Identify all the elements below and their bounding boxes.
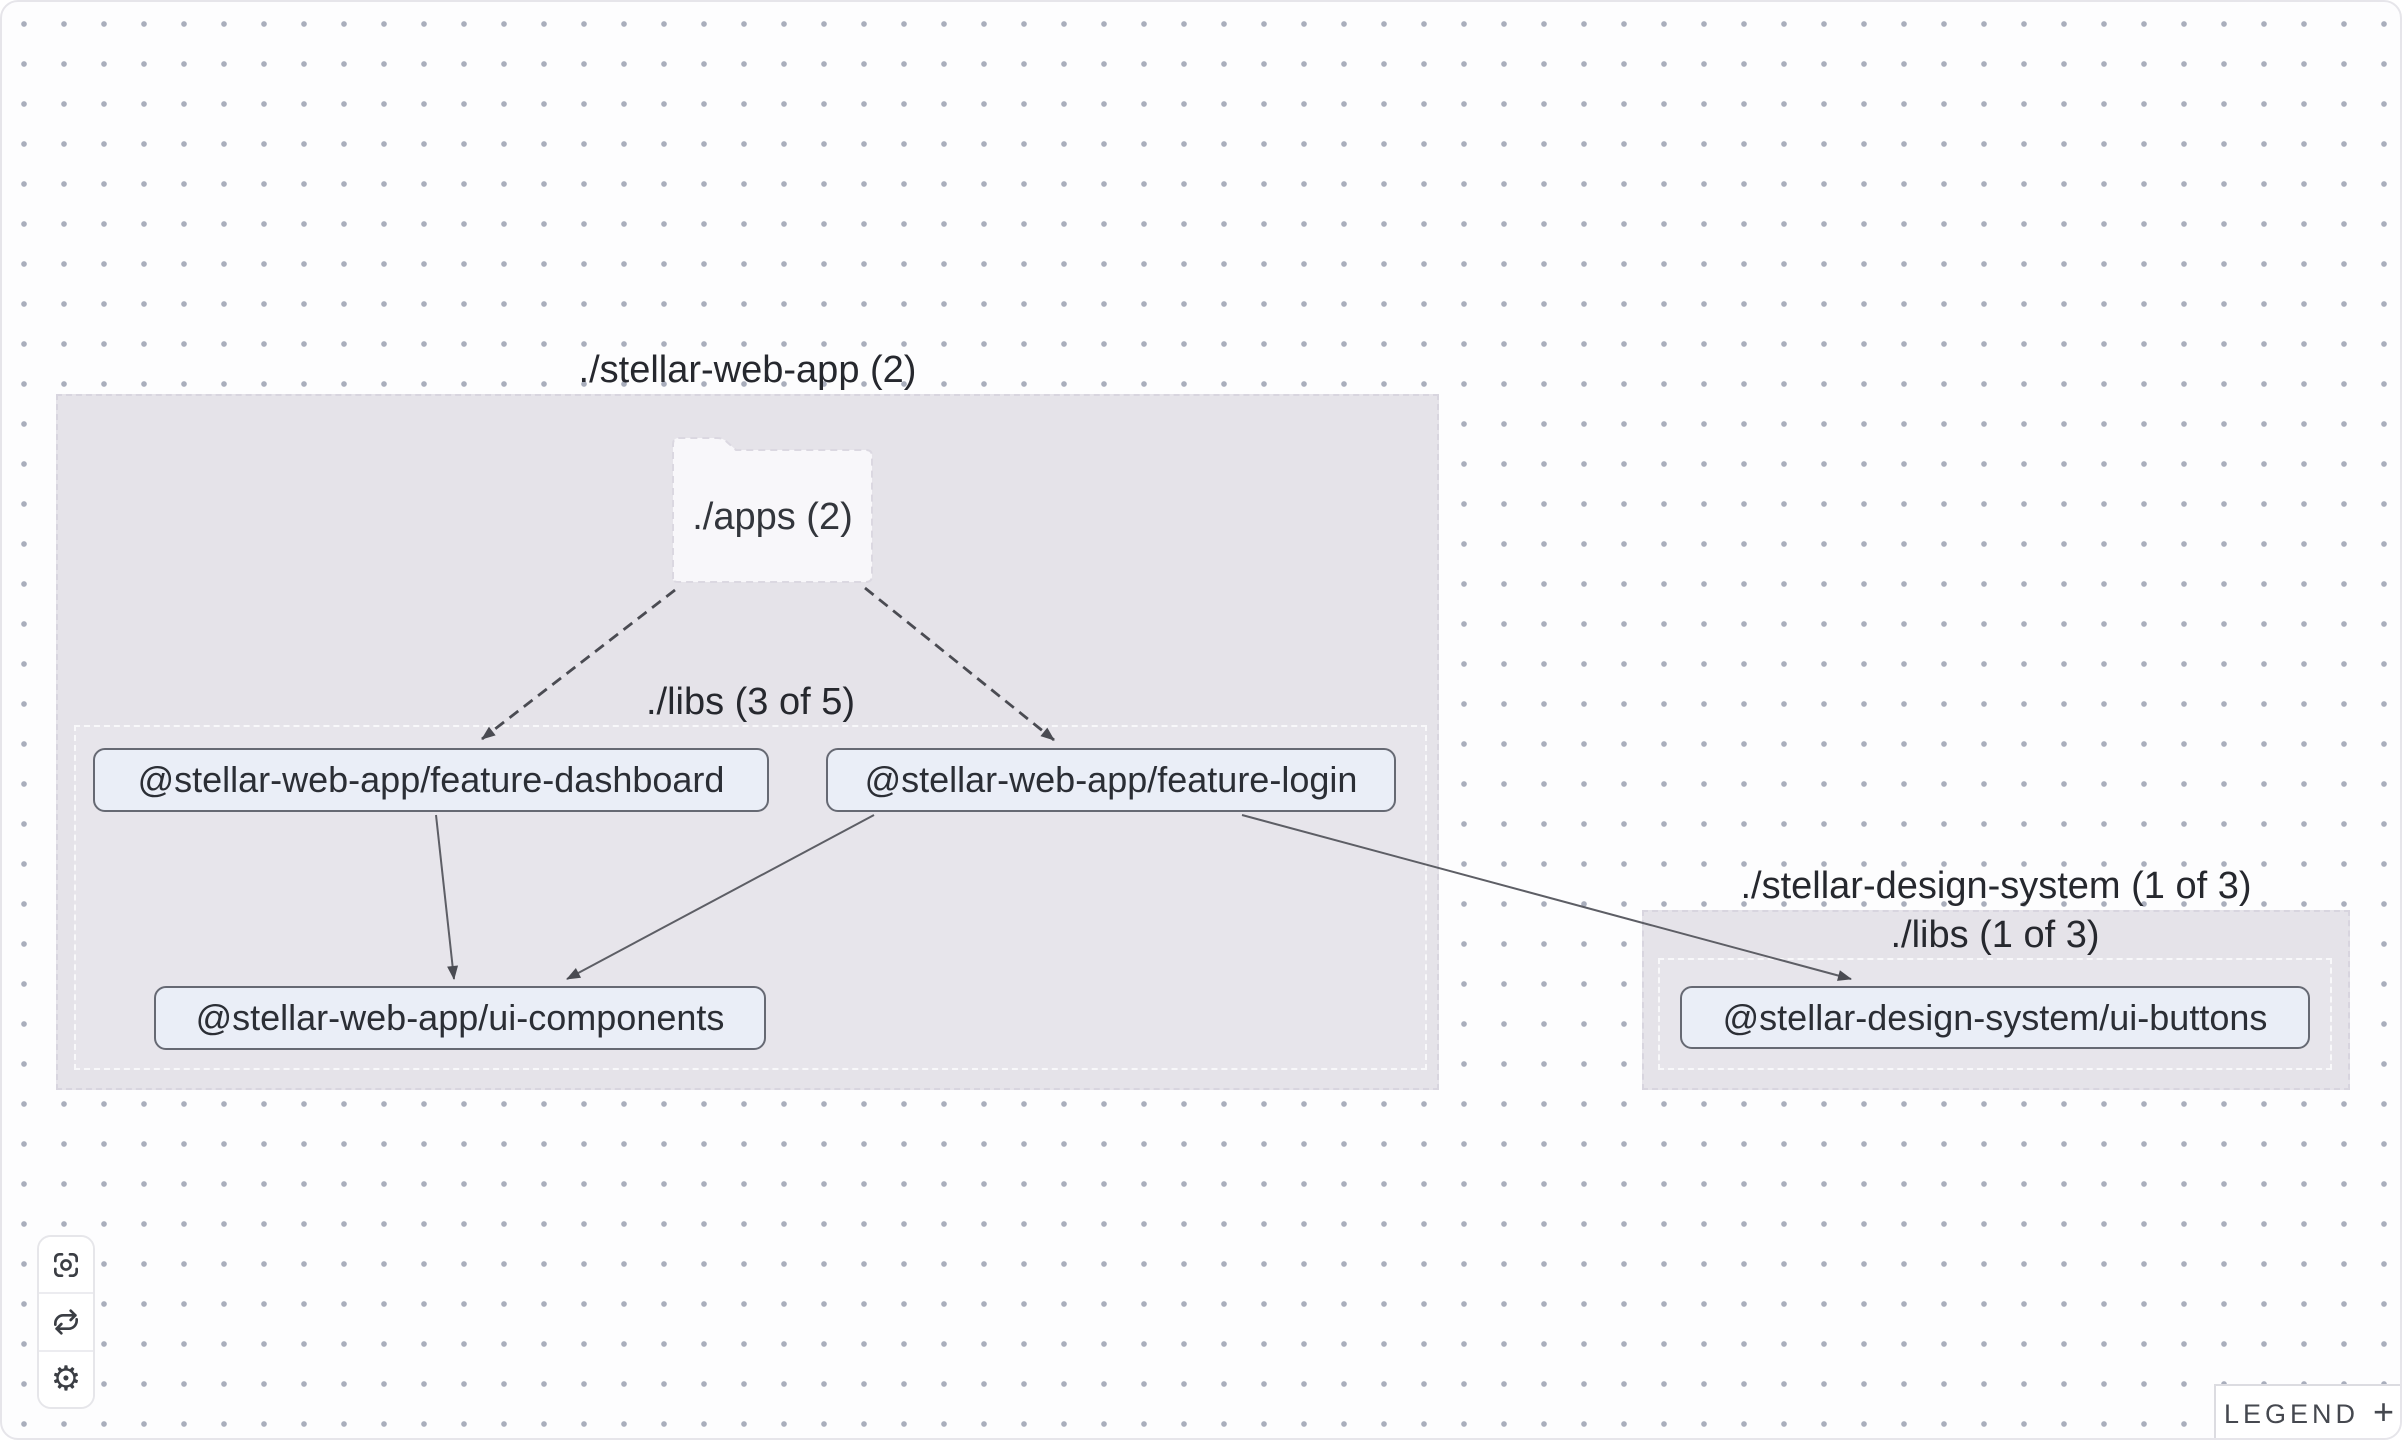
project-node-ui-components[interactable]: @stellar-web-app/ui-components xyxy=(154,986,766,1050)
refresh-graph-button[interactable] xyxy=(39,1292,93,1350)
project-node-feature-login[interactable]: @stellar-web-app/feature-login xyxy=(826,748,1396,812)
graph-controls-toolbar: ⚙ xyxy=(37,1235,95,1409)
project-node-ui-buttons[interactable]: @stellar-design-system/ui-buttons xyxy=(1680,986,2310,1049)
plus-icon: + xyxy=(2373,1391,2395,1432)
composite-node-apps-label: ./apps (2) xyxy=(692,496,853,538)
legend-label: LEGEND xyxy=(2223,1398,2359,1429)
legend-toggle[interactable]: LEGEND + xyxy=(2214,1384,2400,1438)
group-label-stellar-web-app: ./stellar-web-app (2) xyxy=(578,349,917,391)
settings-gear-icon: ⚙ xyxy=(50,1359,82,1400)
refresh-icon xyxy=(54,1309,78,1335)
group-label-stellar-design-system: ./stellar-design-system (1 of 3) xyxy=(1740,865,2252,907)
center-graph-button[interactable] xyxy=(39,1237,93,1293)
composite-node-apps[interactable]: ./apps (2) xyxy=(670,435,875,585)
folder-icon xyxy=(672,437,873,583)
settings-button[interactable]: ⚙ xyxy=(39,1349,93,1407)
focus-icon xyxy=(54,1252,78,1277)
project-node-feature-dashboard[interactable]: @stellar-web-app/feature-dashboard xyxy=(93,748,769,812)
